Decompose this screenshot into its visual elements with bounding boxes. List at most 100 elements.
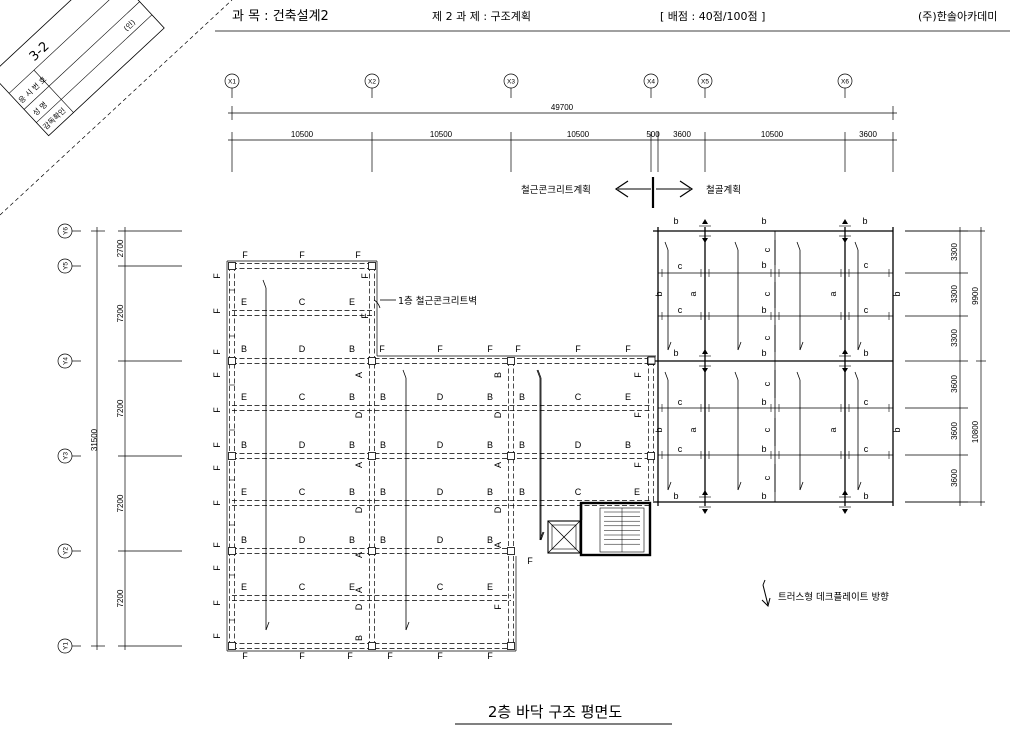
member-label-F: F — [360, 313, 370, 319]
grid-label: X6 — [841, 79, 849, 86]
member-label-B: B — [349, 392, 355, 402]
member-label-B: B — [349, 487, 355, 497]
member-label-c: c — [864, 444, 869, 454]
stamp-frame — [0, 0, 165, 137]
rc-column — [228, 452, 236, 460]
dim-left-seg: 7200 — [116, 399, 125, 417]
member-label-b: b — [673, 491, 678, 501]
member-label-D: D — [299, 440, 306, 450]
member-label-D: D — [437, 487, 444, 497]
member-label-C: C — [299, 297, 306, 307]
member-label-b: b — [761, 397, 766, 407]
rc-column — [368, 547, 376, 555]
member-label-A: A — [493, 542, 503, 548]
rc-column — [368, 357, 376, 365]
name-label: 성 명 — [30, 99, 49, 117]
dim-right-seg: 3300 — [950, 329, 959, 347]
member-label-B: B — [349, 344, 355, 354]
deck-direction-arrow — [664, 241, 672, 351]
dim-top-seg: 3600 — [859, 130, 877, 139]
dim-right-seg: 3600 — [950, 375, 959, 393]
member-label-b: b — [761, 491, 766, 501]
dim-right-seg: 3600 — [950, 422, 959, 440]
member-label-b: b — [761, 444, 766, 454]
dim-left-seg: 2700 — [116, 239, 125, 257]
deck-direction-arrow — [262, 279, 270, 631]
grid-label: Y6 — [63, 227, 70, 235]
member-label-c: c — [678, 261, 683, 271]
member-label-F: F — [625, 344, 631, 354]
boundary-column — [647, 356, 656, 365]
member-label-B: B — [493, 372, 503, 378]
member-label-B: B — [241, 344, 247, 354]
member-label-a: a — [828, 291, 838, 296]
grid-bubble-y3: Y3 — [57, 448, 81, 464]
dim-left-total: 31500 — [90, 428, 99, 451]
member-label-A: A — [493, 462, 503, 468]
member-label-b: b — [892, 427, 902, 432]
member-label-C: C — [299, 487, 306, 497]
member-label-b: b — [761, 216, 766, 226]
member-label-F: F — [212, 407, 222, 413]
member-label-D: D — [437, 535, 444, 545]
dim-top-seg: 10500 — [567, 130, 590, 139]
deck-direction-arrow — [402, 369, 410, 631]
member-label-E: E — [349, 582, 355, 592]
member-label-F: F — [212, 565, 222, 571]
deck-direction-arrow — [734, 241, 742, 351]
rc-column — [368, 452, 376, 460]
member-label-F: F — [212, 273, 222, 279]
member-label-c: c — [762, 247, 772, 252]
member-label-C: C — [575, 392, 582, 402]
member-label-B: B — [354, 635, 364, 641]
dim-top-total: 49700 — [551, 103, 574, 112]
rc-beam — [232, 595, 511, 601]
member-label-F: F — [212, 542, 222, 548]
member-label-F: F — [299, 250, 305, 260]
member-label-c: c — [762, 335, 772, 340]
member-label-F: F — [633, 372, 643, 378]
member-label-B: B — [349, 535, 355, 545]
dim-right-seg: 3300 — [950, 285, 959, 303]
member-label-B: B — [487, 392, 493, 402]
score-text: [ 배점 : 40점/100점 ] — [660, 10, 765, 23]
member-label-F: F — [379, 344, 385, 354]
member-label-B: B — [380, 440, 386, 450]
grid-bubble-y1: Y1 — [57, 638, 81, 654]
company-text: (주)한솔아카데미 — [918, 10, 997, 23]
dim-top-seg: 10500 — [291, 130, 314, 139]
grid-label: Y5 — [63, 262, 70, 270]
grid-bubble-x3: X3 — [503, 73, 519, 98]
member-label-A: A — [354, 372, 364, 378]
member-label-F: F — [437, 651, 443, 661]
member-label-B: B — [380, 487, 386, 497]
member-label-b: b — [892, 291, 902, 296]
dim-right-seg: 3600 — [950, 469, 959, 487]
dim-left-seg: 7200 — [116, 589, 125, 607]
grid-label: X5 — [701, 79, 709, 86]
member-label-B: B — [519, 440, 525, 450]
rc-column — [507, 547, 515, 555]
rc-beam — [508, 361, 514, 646]
member-label-B: B — [380, 535, 386, 545]
stamp-block: 3-2 응 시 번 호 성 명 (인) 감독확인 — [0, 0, 233, 216]
grid-bubble-y6: Y6 — [57, 223, 81, 239]
member-label-c: c — [864, 260, 869, 270]
member-label-F: F — [299, 651, 305, 661]
member-label-E: E — [241, 392, 247, 402]
grid-bubble-y2: Y2 — [57, 543, 81, 559]
member-label-F: F — [212, 442, 222, 448]
member-label-D: D — [493, 506, 503, 513]
dim-right-lower: 10800 — [971, 420, 980, 443]
member-label-B: B — [487, 535, 493, 545]
member-label-C: C — [299, 582, 306, 592]
cut-line — [0, 0, 233, 216]
subject-text: 과 목 : 건축설계2 — [232, 9, 329, 24]
member-label-E: E — [241, 582, 247, 592]
member-label-b: b — [862, 216, 867, 226]
grid-label: Y2 — [63, 547, 70, 555]
legend: 트러스형 데크플레이트 방향 — [761, 579, 889, 607]
stair-core — [547, 501, 652, 557]
